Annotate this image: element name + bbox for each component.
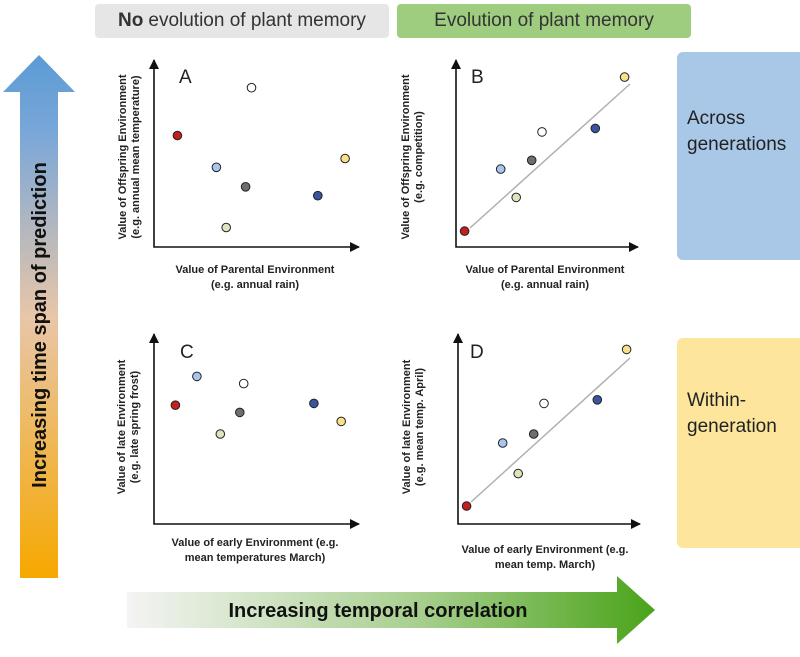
- vertical-arrow-label: Increasing time span of prediction: [29, 162, 51, 488]
- y-axis-title-line: Value of late Environment: [116, 359, 128, 494]
- data-point-yellow: [621, 344, 632, 355]
- data-point-red: [459, 226, 470, 236]
- y-axis-title: Value of late Environment(e.g. late spri…: [116, 359, 141, 494]
- x-axis-title-line: (e.g. annual rain): [211, 279, 299, 291]
- y-axis-title-line: Value of Offspring Environment: [400, 74, 412, 239]
- horizontal-arrow: [127, 576, 655, 644]
- data-point-light-blue: [495, 164, 506, 174]
- x-axis-title: Value of Parental Environment (e.g. annua…: [466, 264, 625, 291]
- header-no-bold: No: [118, 10, 144, 31]
- data-point-red: [170, 400, 181, 411]
- across-line-1: Across: [687, 108, 746, 129]
- panel-c: C Value of late Environment(e.g. late spr…: [116, 333, 360, 564]
- y-axis-title-line: (e.g. annual mean temperature): [130, 75, 142, 239]
- data-point-white: [238, 378, 249, 389]
- data-point-white: [539, 398, 549, 409]
- x-axis-title: Value of early Environment (e.g. mean tem…: [462, 544, 629, 571]
- data-point-light-green: [513, 468, 524, 479]
- within-generation-box: Within- generation: [677, 338, 800, 548]
- x-axis-arrowhead: [350, 519, 360, 529]
- x-axis-title-line: Value of Parental Environment: [466, 264, 625, 276]
- vertical-arrow: [3, 55, 75, 578]
- x-axis-title-line: Value of early Environment (e.g.: [462, 544, 629, 556]
- data-point-yellow: [340, 153, 350, 164]
- data-point-light-green: [215, 429, 226, 439]
- x-axis-arrowhead: [629, 242, 639, 252]
- data-point-dark-gray: [528, 429, 539, 439]
- header-no-evolution: No evolution of plant memory: [95, 4, 389, 38]
- data-point-light-green: [511, 192, 522, 203]
- data-point-navy: [313, 190, 323, 201]
- y-axis-title-line: (e.g. competition): [413, 111, 425, 203]
- y-axis-title-line: (e.g. mean temp. April): [414, 368, 426, 487]
- y-axis-arrowhead: [453, 333, 463, 343]
- across-line-2: generations: [687, 133, 787, 155]
- panel-d-axes: [457, 334, 640, 525]
- data-point-white: [246, 82, 257, 93]
- across-generations-label: Across generations: [687, 106, 786, 157]
- x-axis-title-line: mean temperatures March): [185, 552, 326, 564]
- data-point-white: [537, 127, 547, 137]
- y-axis-arrowhead: [451, 59, 461, 69]
- data-point-navy: [592, 395, 603, 405]
- panel-b: B Value of Offspring Environment(e.g. com…: [400, 59, 639, 291]
- y-axis-title: Value of Offspring Environment(e.g. comp…: [400, 74, 425, 239]
- panel-d: D Value of late Environment(e.g. mean tem…: [401, 333, 641, 571]
- data-point-red: [172, 130, 183, 141]
- fit-line: [470, 357, 631, 503]
- x-axis-title-line: Value of Parental Environment: [176, 264, 335, 276]
- panel-letter: B: [471, 67, 484, 88]
- x-axis-title: Value of Parental Environment (e.g. annua…: [176, 264, 335, 291]
- across-generations-box: Across generations: [677, 52, 800, 260]
- within-generation-label: Within- generation: [687, 388, 777, 439]
- x-axis-title-line: mean temp. March): [495, 559, 596, 571]
- header-evolution-text: Evolution of plant memory: [434, 10, 654, 31]
- panel-letter: C: [180, 342, 194, 363]
- y-axis-title-line: Value of late Environment: [401, 359, 413, 494]
- data-point-dark-gray: [526, 155, 537, 166]
- data-point-dark-gray: [240, 182, 251, 192]
- data-point-light-blue: [211, 162, 222, 173]
- panel-letter: A: [179, 67, 192, 88]
- y-axis-arrowhead: [149, 333, 159, 343]
- y-axis-title: Value of late Environment(e.g. mean temp…: [401, 359, 426, 494]
- x-axis-title-line: Value of early Environment (e.g.: [172, 537, 339, 549]
- y-axis-title-line: Value of Offspring Environment: [117, 74, 129, 239]
- data-point-yellow: [619, 72, 630, 82]
- data-point-dark-gray: [235, 407, 245, 418]
- panel-c-axes: [153, 334, 359, 525]
- data-point-yellow: [336, 416, 347, 427]
- x-axis-title: Value of early Environment (e.g. mean tem…: [172, 537, 339, 564]
- data-point-light-blue: [192, 371, 202, 382]
- x-axis-arrowhead: [350, 242, 360, 252]
- y-axis-title: Value of Offspring Environment(e.g. annu…: [117, 74, 142, 239]
- panel-letter: D: [470, 342, 484, 363]
- fit-line: [469, 83, 631, 229]
- y-axis-title-line: (e.g. late spring frost): [129, 370, 141, 483]
- y-axis-arrowhead: [149, 59, 159, 69]
- data-point-light-blue: [497, 438, 508, 448]
- data-point-navy: [590, 123, 601, 134]
- x-axis-title-line: (e.g. annual rain): [501, 279, 589, 291]
- x-axis-arrowhead: [631, 519, 641, 529]
- header-no-rest: evolution of plant memory: [148, 10, 366, 31]
- panel-b-axes: [455, 60, 638, 248]
- panel-a-axes: [153, 60, 359, 248]
- within-line-1: Within-: [687, 390, 747, 411]
- data-point-red: [461, 501, 472, 511]
- horizontal-arrow-label: Increasing temporal correlation: [229, 600, 528, 622]
- data-point-navy: [309, 398, 319, 409]
- header-evolution: Evolution of plant memory: [397, 4, 691, 38]
- within-line-2: generation: [687, 415, 777, 437]
- data-point-light-green: [221, 222, 231, 233]
